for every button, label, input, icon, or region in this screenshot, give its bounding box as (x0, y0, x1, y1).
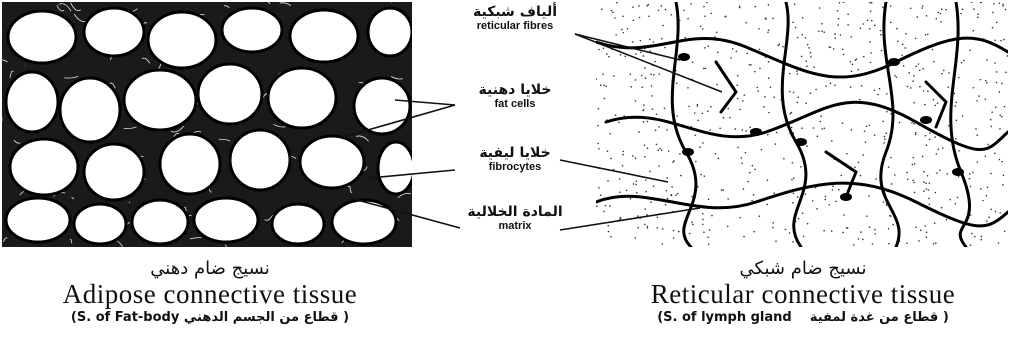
label-reticular-fibres-ar: ألياف شبكية (440, 4, 590, 20)
adipose-title-en: Adipose connective tissue (30, 279, 390, 310)
label-matrix-ar: المادة الخلالية (440, 204, 590, 220)
leader-fatcells-2 (340, 105, 455, 138)
adipose-source-close: ) (343, 310, 349, 325)
reticular-source: (S. of lymph gland قطاع من غدة لمفية ) (598, 310, 1008, 325)
label-reticular-fibres-en: reticular fibres (440, 20, 590, 32)
adipose-title-ar: نسيج ضام دهني (30, 258, 390, 279)
reticular-title-ar: نسيج ضام شبكي (598, 258, 1008, 279)
adipose-source-ar: قطاع من الجسم الدهني (184, 310, 339, 325)
label-fibrocytes-en: fibrocytes (440, 161, 590, 173)
label-fat-cells-ar: خلايا دهنية (440, 82, 590, 98)
adipose-source: (S. of Fat-body قطاع من الجسم الدهني ) (30, 310, 390, 325)
leader-fibres-2 (575, 34, 722, 92)
label-fat-cells-en: fat cells (440, 98, 590, 110)
reticular-title-en: Reticular connective tissue (598, 279, 1008, 310)
label-matrix: المادة الخلالية matrix (440, 204, 590, 232)
reticular-source-ar: قطاع من غدة لمفية (810, 310, 938, 325)
reticular-caption: نسيج ضام شبكي Reticular connective tissu… (598, 258, 1008, 325)
label-fibrocytes: خلايا ليفية fibrocytes (440, 145, 590, 173)
label-reticular-fibres: ألياف شبكية reticular fibres (440, 4, 590, 32)
adipose-caption: نسيج ضام دهني Adipose connective tissue … (30, 258, 390, 325)
leader-fibres-1 (575, 34, 680, 60)
label-fibrocytes-ar: خلايا ليفية (440, 145, 590, 161)
reticular-source-close: ) (943, 310, 949, 325)
adipose-source-en: (S. of Fat-body (71, 310, 179, 325)
label-matrix-en: matrix (440, 220, 590, 232)
label-fat-cells: خلايا دهنية fat cells (440, 82, 590, 110)
reticular-source-en: (S. of lymph gland (657, 310, 792, 325)
